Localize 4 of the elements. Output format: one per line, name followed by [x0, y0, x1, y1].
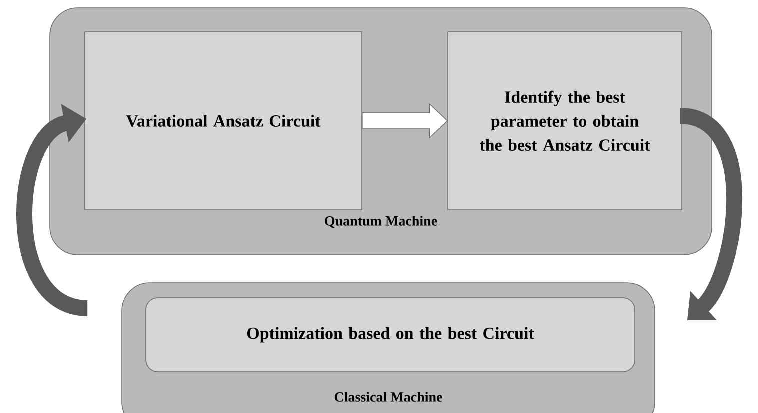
- process-box: Optimization based on the best Circuit: [146, 298, 636, 372]
- process-box: Identify the best parameter to obtain the best Ansatz Circuit: [448, 32, 682, 210]
- block-arrow: [362, 103, 448, 139]
- process-box: Variational Ansatz Circuit: [84, 32, 362, 210]
